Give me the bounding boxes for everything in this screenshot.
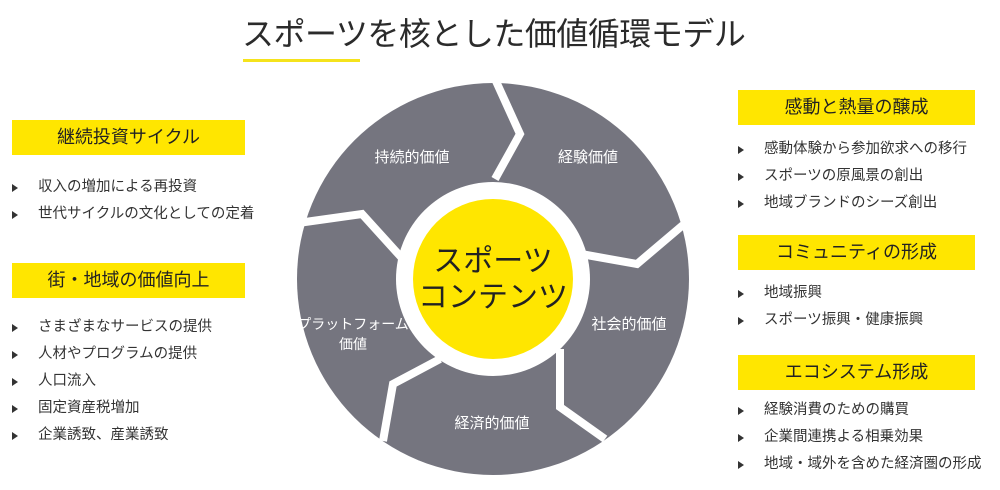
list-item-text: 人口流入	[38, 373, 96, 389]
list-item-text: 人材やプログラムの提供	[38, 346, 198, 362]
section-heading-emotion: 感動と熱量の醸成	[738, 90, 975, 125]
town-value-list: さまざまなサービスの提供 人材やプログラムの提供 人口流入 固定資産税増加 企業…	[12, 314, 212, 449]
bullet-triangle-icon	[12, 405, 18, 413]
section-heading-investment-cycle: 継続投資サイクル	[12, 120, 245, 155]
list-item-text: 収入の増加による再投資	[38, 179, 198, 195]
investment-cycle-list: 収入の増加による再投資 世代サイクルの文化としての定着	[12, 174, 254, 228]
segment-label-economic: 経済的価値	[454, 414, 530, 432]
list-item: 世代サイクルの文化としての定着	[12, 201, 254, 228]
list-item-text: さまざまなサービスの提供	[38, 319, 212, 335]
bullet-triangle-icon	[738, 173, 744, 181]
list-item: 人口流入	[12, 368, 212, 395]
page-title: スポーツを核とした価値循環モデル	[242, 15, 746, 53]
cycle-separator	[556, 349, 608, 443]
bullet-triangle-icon	[738, 200, 744, 208]
list-item-text: 世代サイクルの文化としての定着	[38, 206, 255, 222]
emotion-list: 感動体験から参加欲求への移行 スポーツの原風景の創出 地域ブランドのシーズ創出	[738, 136, 967, 217]
list-item: 感動体験から参加欲求への移行	[738, 136, 967, 163]
cycle-separator	[491, 77, 525, 181]
list-item-text: 地域振興	[764, 285, 822, 301]
list-item: 地域振興	[738, 280, 923, 307]
cycle-separator	[297, 209, 404, 260]
bullet-triangle-icon	[738, 146, 744, 154]
center-label: スポーツ コンテンツ	[418, 244, 568, 316]
list-item: スポーツの原風景の創出	[738, 163, 967, 190]
list-item: 収入の増加による再投資	[12, 174, 254, 201]
segment-label-experience: 経験価値	[557, 148, 619, 166]
bullet-triangle-icon	[12, 211, 18, 219]
list-item-text: 地域・域外を含めた経済圏の形成	[764, 456, 982, 472]
bullet-triangle-icon	[738, 407, 744, 415]
section-heading-ecosystem: エコシステム形成	[738, 355, 975, 390]
list-item-text: 企業誘致、産業誘致	[38, 427, 169, 443]
bullet-triangle-icon	[738, 290, 744, 298]
center-label-line2: コンテンツ	[418, 280, 568, 315]
list-item-text: 感動体験から参加欲求への移行	[764, 141, 967, 157]
bullet-triangle-icon	[738, 317, 744, 325]
list-item-text: 企業間連携よる相乗効果	[764, 429, 924, 445]
list-item-text: 固定資産税増加	[38, 400, 140, 416]
segment-label-sustainable: 持続的価値	[374, 148, 450, 166]
bullet-triangle-icon	[12, 432, 18, 440]
list-item: 固定資産税増加	[12, 395, 212, 422]
segment-label-platform: プラットフォーム 価値	[297, 315, 409, 355]
list-item: さまざまなサービスの提供	[12, 314, 212, 341]
list-item: 地域ブランドのシーズ創出	[738, 190, 967, 217]
list-item-text: 経験消費のための購買	[764, 402, 909, 418]
list-item: 企業誘致、産業誘致	[12, 422, 212, 449]
cycle-separator	[580, 221, 686, 269]
bullet-triangle-icon	[738, 434, 744, 442]
list-item: 経験消費のための購買	[738, 397, 982, 424]
bullet-triangle-icon	[12, 351, 18, 359]
segment-label-platform-line2: 価値	[339, 337, 367, 353]
title-underline	[243, 59, 360, 62]
list-item: スポーツ振興・健康振興	[738, 307, 923, 334]
community-list: 地域振興 スポーツ振興・健康振興	[738, 280, 923, 334]
segment-label-social: 社会的価値	[591, 315, 667, 333]
bullet-triangle-icon	[12, 184, 18, 192]
center-label-line1: スポーツ	[433, 244, 553, 279]
list-item-text: スポーツの原風景の創出	[764, 168, 924, 184]
list-item: 地域・域外を含めた経済圏の形成	[738, 451, 982, 478]
list-item: 人材やプログラムの提供	[12, 341, 212, 368]
center-circle	[413, 199, 573, 359]
list-item-text: 地域ブランドのシーズ創出	[764, 195, 938, 211]
list-item-text: スポーツ振興・健康振興	[764, 312, 924, 328]
ecosystem-list: 経験消費のための購買 企業間連携よる相乗効果 地域・域外を含めた経済圏の形成	[738, 397, 982, 478]
bullet-triangle-icon	[738, 461, 744, 469]
bullet-triangle-icon	[12, 324, 18, 332]
section-heading-community: コミュニティの形成	[738, 235, 975, 270]
cycle-separator	[379, 355, 442, 442]
bullet-triangle-icon	[12, 378, 18, 386]
segment-label-platform-line1: プラットフォーム	[297, 317, 409, 333]
section-heading-town-value: 街・地域の価値向上	[12, 263, 245, 298]
list-item: 企業間連携よる相乗効果	[738, 424, 982, 451]
